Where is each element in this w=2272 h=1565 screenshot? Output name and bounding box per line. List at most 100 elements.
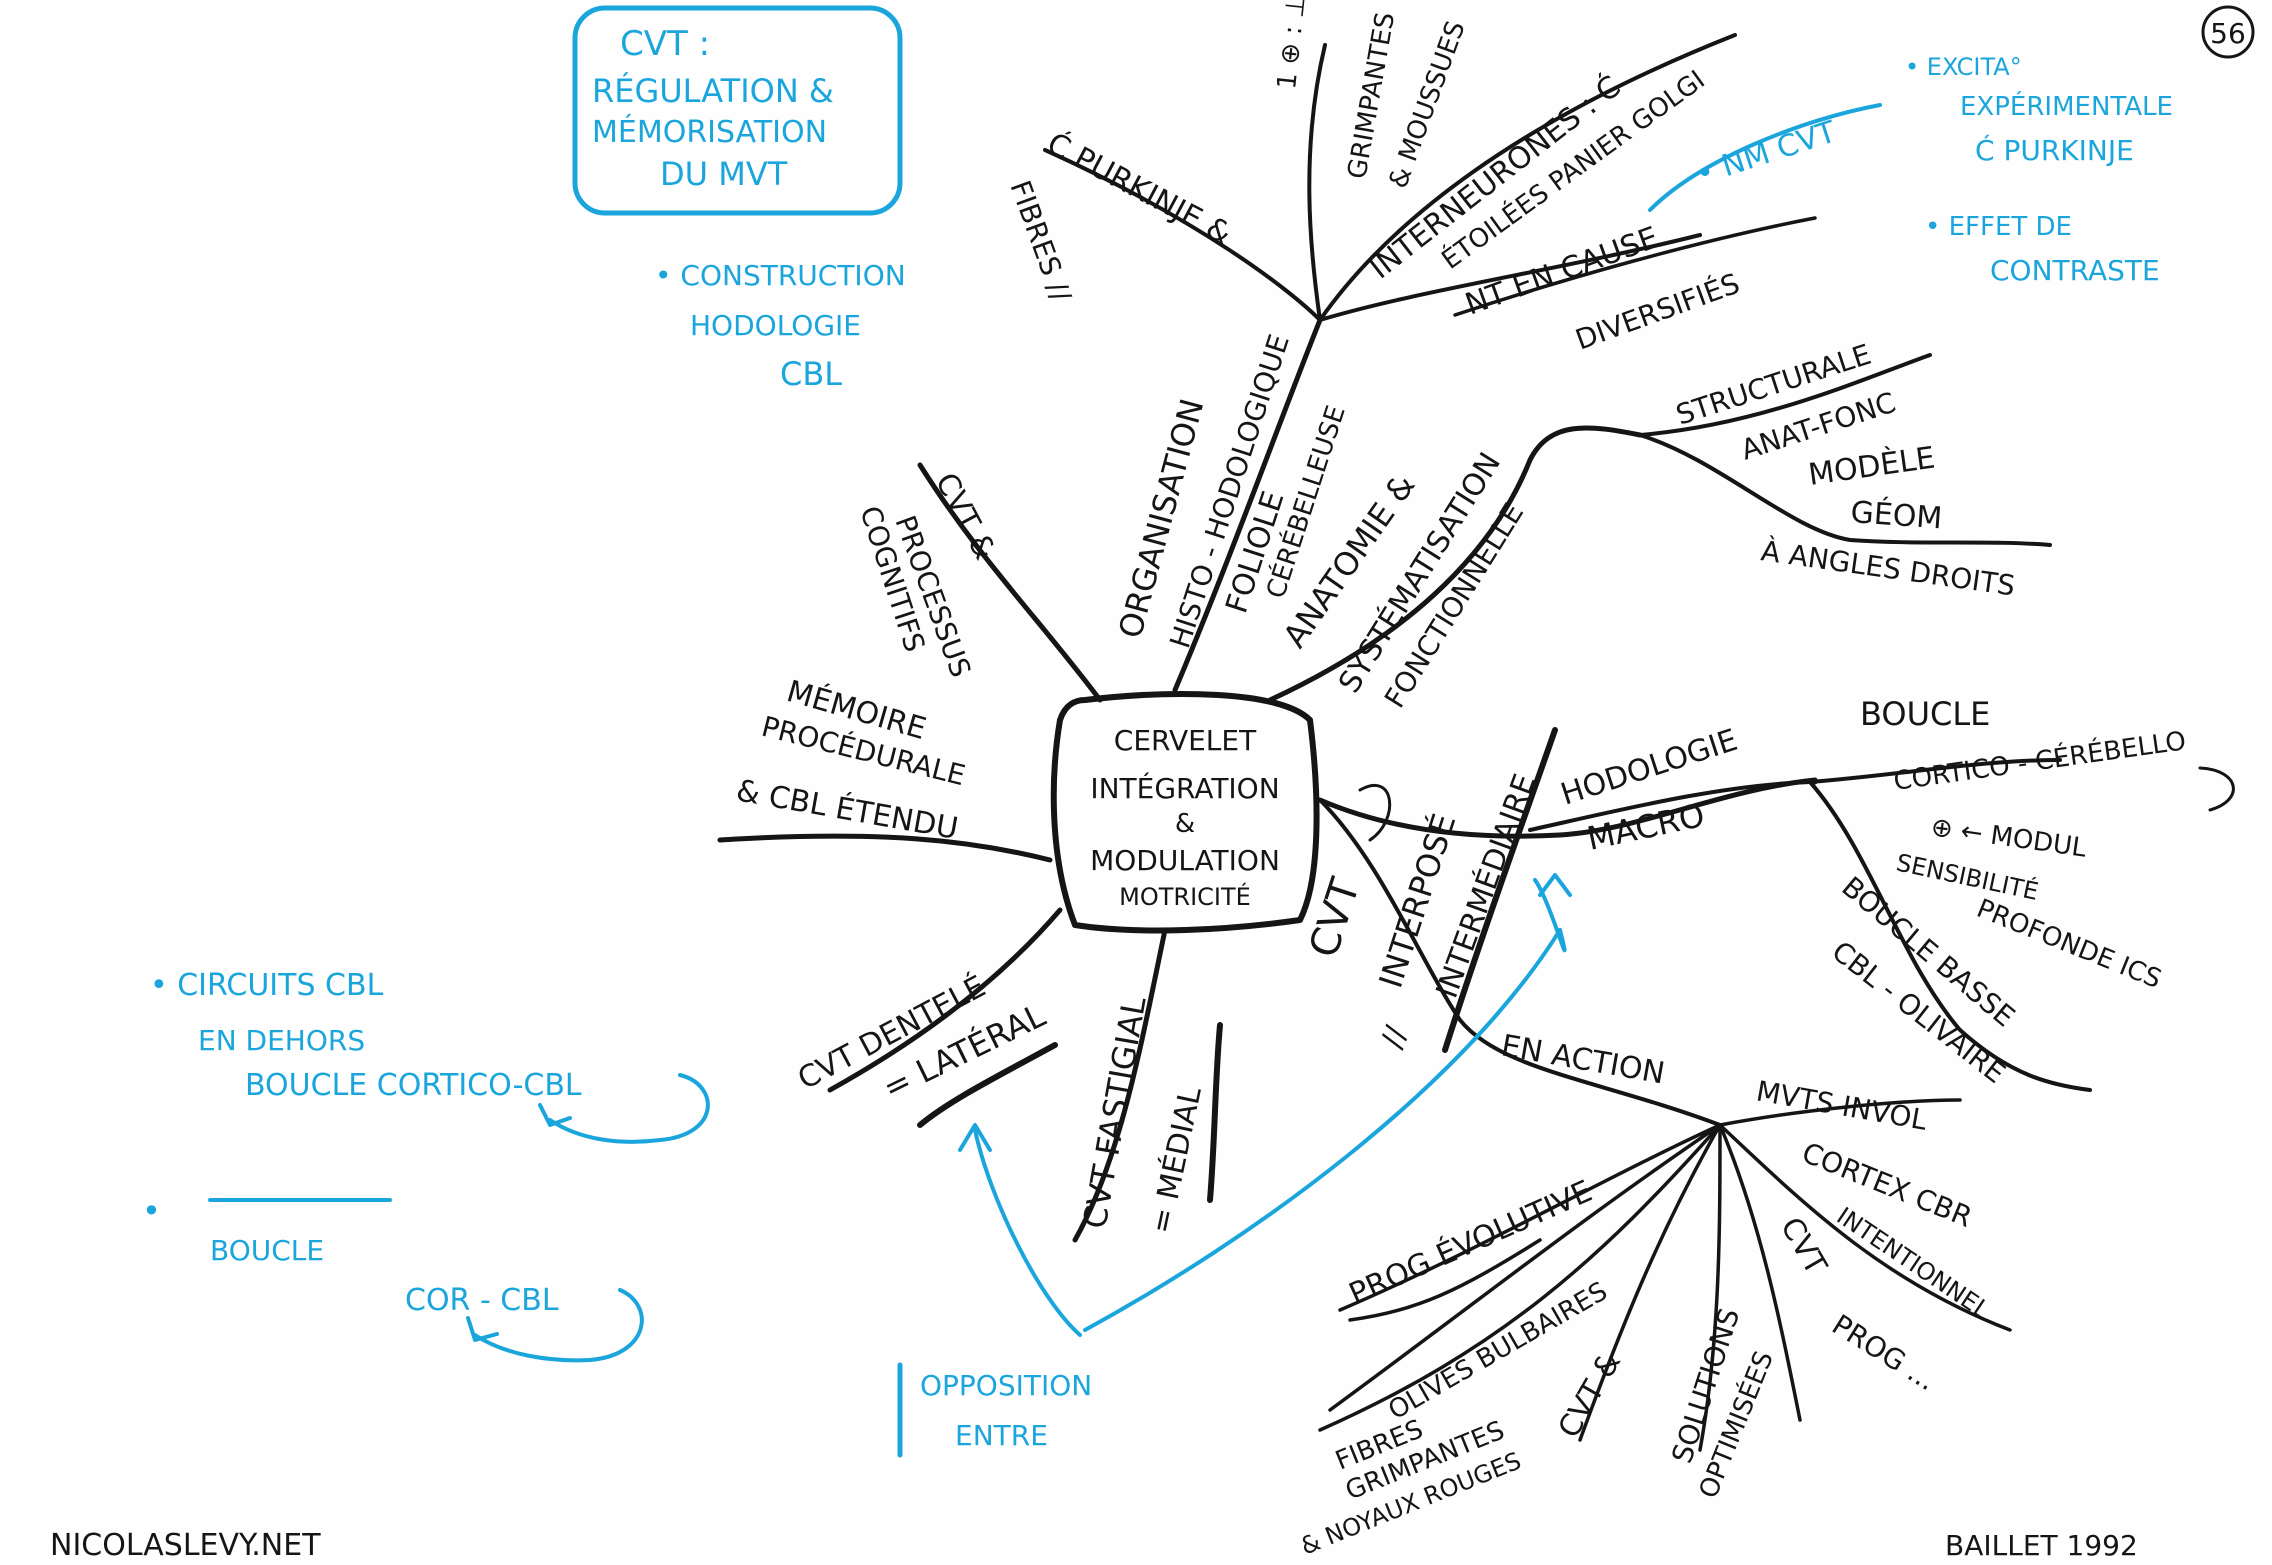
- branch-lines: [717, 33, 2092, 1452]
- opposition-arrow-long: [1083, 928, 1562, 1332]
- center-line-4: MODULATION: [1090, 844, 1280, 877]
- branch-cvt-cog-line: [917, 462, 1103, 703]
- cortico-hook: [2198, 766, 2235, 812]
- sub-prog-evol-tail: [1348, 1238, 1542, 1322]
- note-circuits-2: EN DEHORS: [198, 1024, 365, 1057]
- page-number-circle: [2201, 5, 2255, 59]
- sub-diversifies: DIVERSIFIÉS: [1571, 266, 1744, 357]
- branch-organisation-line: [1172, 317, 1323, 693]
- note-boucle-bullet: •: [142, 1192, 161, 1230]
- title-line-3: MÉMORISATION: [592, 114, 827, 150]
- sub-cvt2-line: [1578, 1123, 1722, 1442]
- title-line-4: DU MVT: [660, 155, 788, 193]
- circuits-loop-arrow: [548, 1073, 710, 1144]
- nmcvt-underline: [1648, 103, 1882, 212]
- center-line-3: &: [1175, 809, 1195, 839]
- sub-cvt: CVT: [1773, 1212, 1834, 1282]
- sub-cortico: CORTICO - CÉRÉBELLO: [1892, 724, 2188, 797]
- sub-angles-line: [1638, 433, 2052, 547]
- central-node: CERVELET INTÉGRATION & MODULATION MOTRIC…: [1050, 691, 1320, 934]
- sub-profondeics: PROFONDE ICS: [1972, 894, 2165, 995]
- sub-prog-line: [1718, 1123, 1802, 1422]
- note-circuits-1: • CIRCUITS CBL: [150, 968, 384, 1003]
- page-number-text: 56: [2210, 17, 2246, 50]
- branch-dentele-line: [827, 907, 1063, 1093]
- note-boucle-2: COR - CBL: [405, 1283, 559, 1318]
- lateral-underline: [917, 1042, 1058, 1128]
- branch-memoire-line: [717, 833, 1053, 863]
- title-line-2: RÉGULATION &: [592, 72, 834, 110]
- opposition-arrow-curl: [1533, 878, 1567, 953]
- sub-modele: MODÈLE: [1806, 440, 1937, 493]
- note-boucle-1: BOUCLE: [210, 1234, 324, 1267]
- note-construction-3: CBL: [780, 355, 842, 393]
- sub-boucle-basse-line: [1808, 780, 2092, 1092]
- opposition-arrow-left-head: [958, 1123, 992, 1152]
- boucle-arrow-head: [466, 1316, 499, 1342]
- sub-structurale-line: [1638, 353, 1932, 437]
- branch-fastigial-line: [1072, 927, 1168, 1243]
- sub-prog: PROG ...: [1826, 1308, 1942, 1397]
- sub-prog-evol-line: [1338, 1123, 1722, 1312]
- sub-moussues: & MOUSSUES: [1383, 17, 1471, 192]
- boucle-loop-arrow: [473, 1288, 644, 1363]
- note-construction-1: • CONSTRUCTION: [655, 259, 906, 292]
- sub-nmcvt: • NM CVT: [1692, 114, 1841, 192]
- note-contraste-1: • EFFET DE: [1925, 212, 2072, 242]
- title-box: CVT : RÉGULATION & MÉMORISATION DU MVT: [572, 5, 903, 216]
- circuits-arrow-head: [538, 1103, 572, 1127]
- sub-hodologie-line: [1528, 780, 1812, 832]
- footer-right: BAILLET 1992: [1945, 1529, 2138, 1561]
- sub-action-line: [1318, 798, 1722, 1127]
- blue-notes: • CONSTRUCTION HODOLOGIE CBL • EXCITA° E…: [142, 53, 2173, 1458]
- note-excita-2: EXPÉRIMENTALE: [1960, 90, 2173, 122]
- sub-purkinje-line: [1043, 148, 1322, 322]
- medial-underline: [1207, 1022, 1223, 1203]
- sub-fibres: FIBRES //: [1003, 176, 1077, 306]
- sub-diversifies-line: [1453, 216, 1817, 317]
- note-opposition-1: OPPOSITION: [920, 1369, 1092, 1402]
- sub-cvt2: CVT &: [1552, 1346, 1629, 1444]
- anatomie-branch-labels: ANATOMIE & SYSTÉMATISATION FONCTIONNELLE…: [1275, 338, 2017, 714]
- cvt-inter-branch-labels: CVT INTERPOSÉ INTERMÉDIAIRE // HODOLOGIE…: [1297, 695, 2235, 1561]
- note-excita-1: • EXCITA°: [1905, 53, 2022, 81]
- sub-grimpantes-line: [1307, 43, 1327, 322]
- sub-ratio: 1 ⊕ : ⊥: [1272, 0, 1312, 91]
- sub-solutions-line: [1698, 1123, 1722, 1452]
- title-line-1: CVT :: [620, 24, 710, 64]
- note-contraste-2: CONTRASTE: [1990, 254, 2160, 287]
- note-construction-2: HODOLOGIE: [690, 309, 861, 342]
- sub-modul: ⊕ ← MODUL: [1929, 812, 2089, 864]
- cvt-inter-label-4: //: [1375, 1021, 1415, 1053]
- sub-interneurones-line: [1318, 33, 1737, 322]
- footer: NICOLASLEVY.NET BAILLET 1992: [50, 1528, 2138, 1563]
- sub-olives-line: [1328, 1123, 1722, 1412]
- opposition-arrow-left: [973, 1128, 1082, 1337]
- note-circuits-3: BOUCLE CORTICO-CBL: [245, 1068, 582, 1103]
- intermediaire-underline: [1442, 727, 1558, 1053]
- center-line-5: MOTRICITÉ: [1119, 882, 1251, 911]
- center-line-2: INTÉGRATION: [1090, 771, 1279, 805]
- branch-anatomie-line: [1267, 425, 1643, 703]
- sub-geom: GÉOM: [1849, 494, 1943, 536]
- fastigial-label-1: CVT FASTIGIAL: [1075, 994, 1153, 1232]
- title-box-outline: [572, 5, 903, 216]
- connector-squiggle: [1358, 783, 1392, 842]
- center-line-1: CERVELET: [1114, 724, 1257, 757]
- sub-sensibilite: SENSIBILITÉ: [1894, 848, 2041, 906]
- sub-mvts-line: [1718, 1098, 1962, 1127]
- cvt-cog-label-1: CVT &: [928, 467, 1002, 565]
- sub-cortex-line: [1718, 1123, 2012, 1332]
- cvt-inter-label-3: INTERMÉDIAIRE: [1429, 769, 1543, 1002]
- footer-left: NICOLASLEVY.NET: [50, 1528, 321, 1561]
- sub-boucle-line: [1808, 758, 2062, 784]
- fastigial-label-2: = MÉDIAL: [1143, 1083, 1209, 1236]
- sub-fibres-line: [1318, 1123, 1722, 1432]
- sub-intentionnel: INTENTIONNEL: [1832, 1202, 1996, 1325]
- page-number: 56: [2201, 5, 2255, 59]
- sub-boucle: BOUCLE: [1860, 695, 1990, 733]
- note-opposition-2: ENTRE: [955, 1419, 1048, 1452]
- sub-prog-evol: PROG ÉVOLUTIVE: [1344, 1173, 1598, 1312]
